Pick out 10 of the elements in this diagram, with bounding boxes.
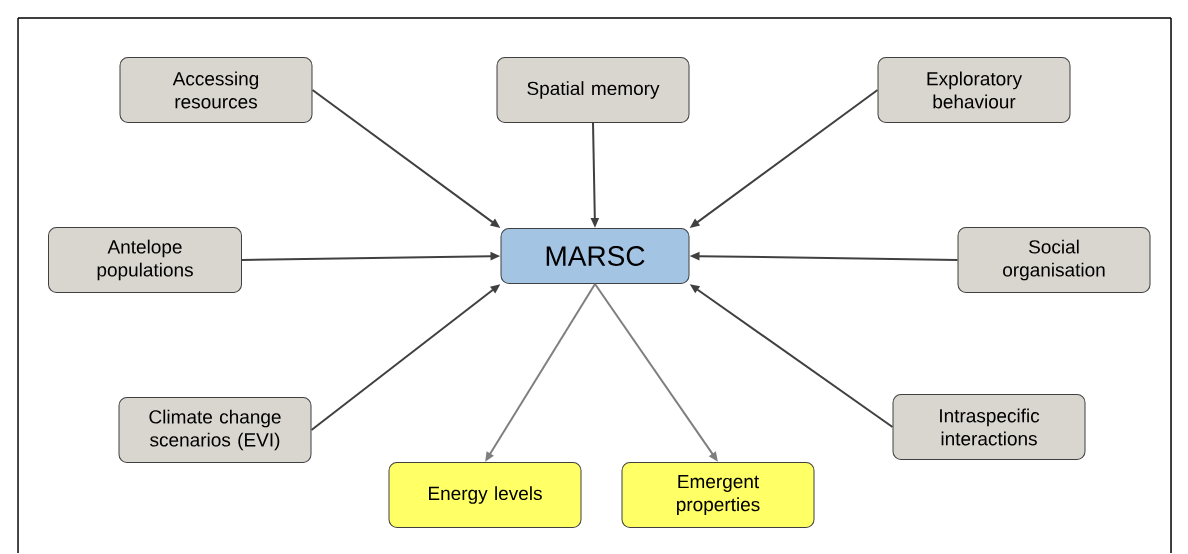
factor-box: Accessing resources — [119, 57, 313, 123]
factor-box: Social organisation — [957, 227, 1151, 293]
factor-box: Antelope populations — [48, 227, 242, 293]
factor-box: Intraspecific interactions — [892, 394, 1086, 460]
factor-box: Exploratory behaviour — [877, 57, 1071, 123]
output-box: Emergent properties — [621, 462, 815, 528]
factor-box: Climate change scenarios (EVI) — [118, 397, 312, 463]
model-box: MARSC — [500, 228, 690, 284]
factor-box: Spatial memory — [496, 57, 690, 123]
output-box: Energy levels — [388, 462, 582, 528]
